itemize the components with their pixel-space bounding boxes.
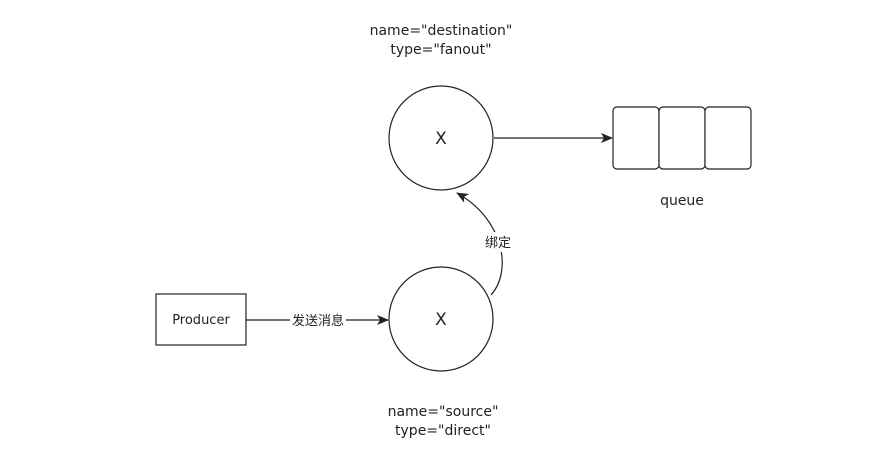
- destination-exchange-symbol: X: [435, 129, 447, 149]
- queue-slot: [704, 106, 752, 170]
- source-exchange-symbol: X: [435, 310, 447, 330]
- send-message-label-background: [290, 311, 346, 329]
- source-name-label: name="source": [388, 404, 499, 420]
- destination-exchange-node[interactable]: X: [388, 85, 494, 191]
- destination-type-label: type="fanout": [390, 42, 491, 58]
- send-message-label: 发送消息: [292, 313, 344, 329]
- queue-node[interactable]: [612, 106, 752, 170]
- destination-name-label: name="destination": [370, 23, 513, 39]
- destination-exchange-circle: [388, 85, 494, 191]
- binding-label: 绑定: [485, 236, 511, 251]
- queue-label: queue: [660, 193, 704, 209]
- source-type-label: type="direct": [395, 423, 491, 439]
- queue-slot: [612, 106, 660, 170]
- source-exchange-circle: [388, 266, 494, 372]
- queue-slot: [658, 106, 706, 170]
- producer-label: Producer: [172, 313, 230, 328]
- source-exchange-node[interactable]: X: [388, 266, 494, 372]
- producer-node[interactable]: Producer: [155, 293, 247, 346]
- binding-label-background: [482, 232, 514, 252]
